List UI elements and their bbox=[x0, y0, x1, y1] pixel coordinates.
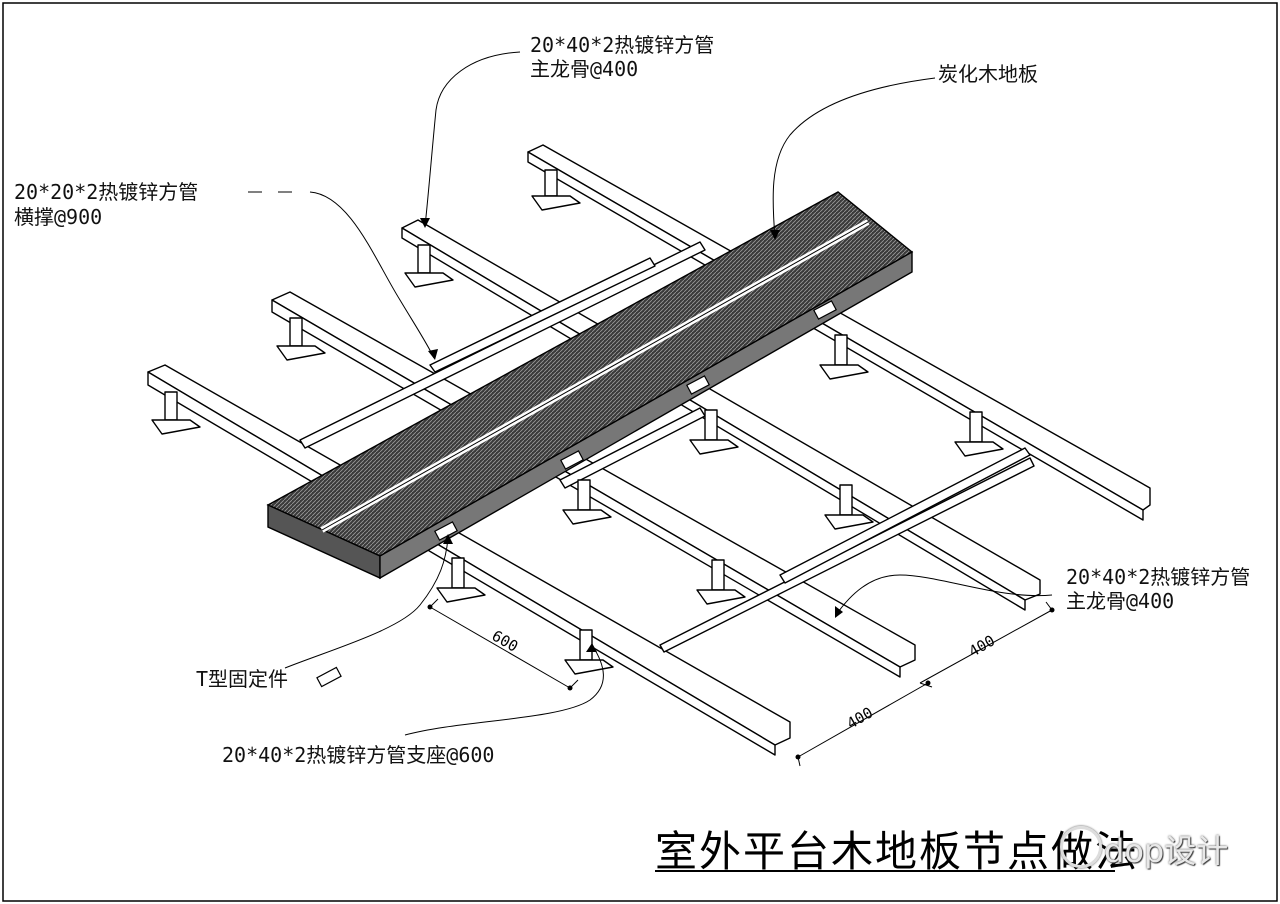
support-base-11 bbox=[696, 559, 746, 605]
support-base-2 bbox=[404, 244, 454, 288]
leader-support bbox=[404, 644, 604, 736]
label-support-base: 20*40*2热镀锌方管支座@600 bbox=[222, 743, 495, 767]
leader-top-main-joist bbox=[424, 51, 521, 227]
dimension-lines bbox=[429, 598, 1053, 767]
leader-board bbox=[772, 77, 936, 239]
support-base-5 bbox=[819, 334, 869, 380]
label-right-main-joist-spec: 20*40*2热镀锌方管 bbox=[1066, 565, 1251, 589]
support-base-9 bbox=[824, 484, 874, 530]
dim-600: 600 bbox=[489, 627, 521, 656]
label-t-fixing: T型固定件 bbox=[196, 667, 289, 691]
cross-brace-3 bbox=[659, 457, 1035, 653]
leader-lines bbox=[248, 51, 1053, 736]
label-top-main-joist-spacing: 主龙骨@400 bbox=[530, 57, 639, 81]
support-base-7 bbox=[954, 411, 1004, 457]
watermark-text: dop设计 bbox=[1104, 832, 1229, 870]
support-base-3 bbox=[276, 317, 326, 361]
watermark-logo-icon bbox=[1060, 826, 1102, 868]
label-top-main-joist-spec: 20*40*2热镀锌方管 bbox=[530, 33, 715, 57]
support-base-1 bbox=[531, 169, 581, 211]
label-right-main-joist-spacing: 主龙骨@400 bbox=[1066, 589, 1175, 613]
support-base-4 bbox=[151, 391, 201, 435]
support-base-6 bbox=[689, 409, 739, 455]
leader-cross-brace bbox=[248, 191, 435, 359]
leader-right-main-joist bbox=[835, 574, 1053, 616]
leader-t-fixing bbox=[284, 537, 449, 669]
support-base-10 bbox=[436, 557, 486, 603]
dim-400-right: 400 bbox=[966, 632, 998, 661]
leader-arrows bbox=[420, 218, 843, 652]
label-cross-brace-spacing: 横撑@900 bbox=[14, 205, 103, 229]
t-fixing-detail bbox=[316, 666, 342, 688]
support-base-8 bbox=[562, 479, 612, 525]
t-fixings bbox=[316, 300, 837, 688]
cross-brace-2 bbox=[429, 257, 656, 373]
drawing-title: 室外平台木地板节点做法 bbox=[655, 827, 1140, 876]
title-underline bbox=[655, 870, 1115, 872]
label-carbonized-board: 炭化木地板 bbox=[938, 62, 1038, 86]
cross-brace-4 bbox=[779, 447, 1031, 584]
label-cross-brace-spec: 20*20*2热镀锌方管 bbox=[14, 180, 199, 204]
wood-deck bbox=[266, 191, 914, 580]
